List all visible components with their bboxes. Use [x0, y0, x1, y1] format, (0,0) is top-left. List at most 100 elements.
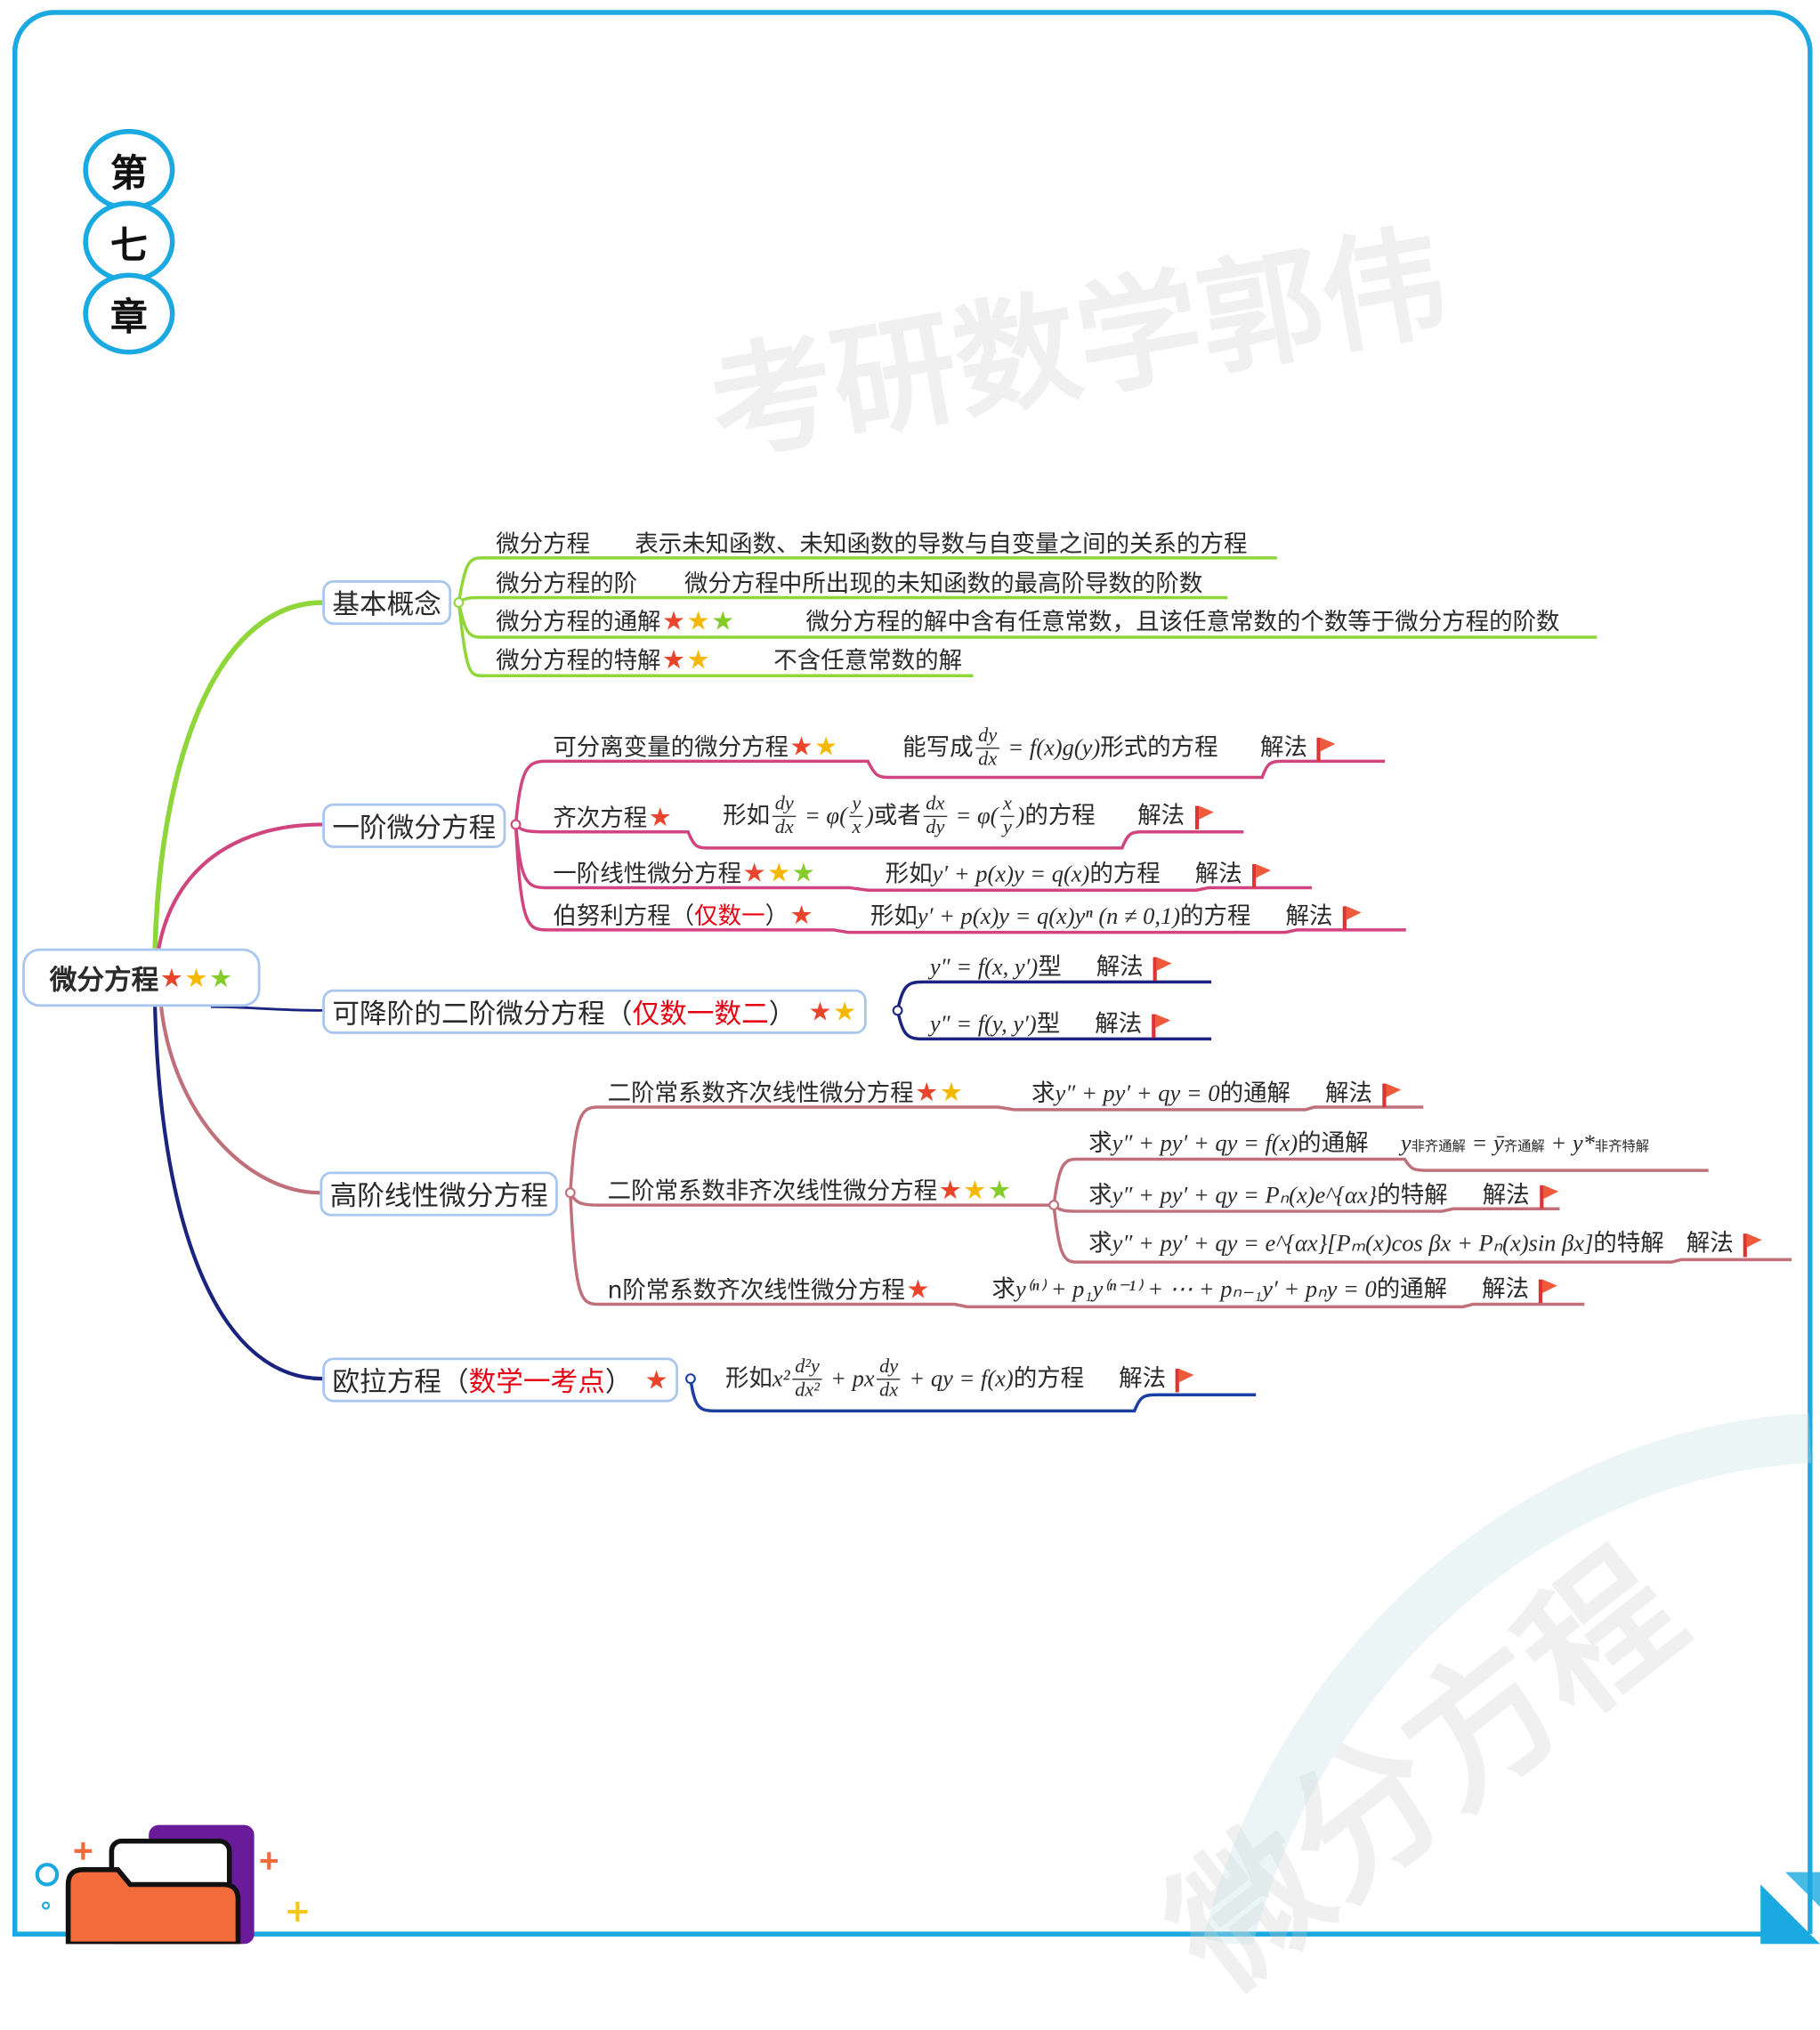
solution-link[interactable]: 解法 [1260, 723, 1337, 772]
star-icon: ★ [832, 997, 857, 1027]
subscript: 非齐特解 [1594, 1137, 1650, 1154]
term: 可分离变量的微分方程 [553, 733, 789, 762]
math-expr: + qy = f(x) [902, 1366, 1014, 1393]
solution-link[interactable]: 解法 [1095, 1009, 1171, 1039]
solution-link[interactable]: 解法 [1325, 1079, 1402, 1108]
formula-text: 的通解 [1219, 1080, 1291, 1108]
term: 齐次方程 [553, 805, 648, 832]
term-with-stars: 一阶线性微分方程★★★ [553, 859, 815, 888]
numerator: dx [923, 794, 948, 818]
star-icon: ★ [686, 644, 710, 675]
solution-structure-formula: y非齐通解 = ȳ齐通解 + y*非齐特解 [1401, 1128, 1649, 1162]
flag-icon [1153, 956, 1172, 981]
formula-text: 的方程 [1089, 860, 1161, 888]
subscript: 非齐通解 [1411, 1137, 1466, 1154]
flag-icon [1176, 1368, 1195, 1392]
star-icon: ★ [648, 802, 672, 832]
branch-label: ） [604, 1367, 633, 1399]
math-expr: x² [772, 1366, 790, 1393]
solution-label: 解法 [1686, 1229, 1734, 1258]
branch-first-order[interactable]: 一阶微分方程 [322, 803, 506, 848]
solution-link[interactable]: 解法 [1096, 952, 1173, 982]
math-expr: y″ + py′ + qy = e^{αx}[Pₘ(x)cos βx + Pₙ(… [1112, 1231, 1594, 1258]
denominator: dx [879, 1379, 899, 1402]
branch-label: 一阶微分方程 [332, 813, 497, 845]
term: 伯努利方程（ [553, 902, 695, 930]
subscript: 齐通解 [1503, 1137, 1545, 1154]
root-node[interactable]: 微分方程 ★★★ [22, 948, 260, 1007]
star-icon: ★ [711, 606, 735, 636]
term: 微分方程的阶 [496, 570, 638, 598]
branch-higher-order-linear[interactable]: 高阶线性微分方程 [320, 1171, 558, 1217]
chapter-char: 章 [83, 272, 175, 355]
star-icon: ★ [789, 731, 813, 762]
numerator: y [849, 794, 864, 818]
definition: 表示未知函数、未知函数的导数与自变量之间的关系的方程 [635, 530, 1248, 558]
term: 微分方程 [496, 530, 591, 558]
math-expr: y* [1572, 1130, 1595, 1157]
math-expr: = φ( [798, 803, 847, 829]
solution-link[interactable]: 解法 [1137, 791, 1214, 841]
term-with-stars: 二阶常系数齐次线性微分方程★★ [608, 1079, 963, 1108]
branch-basic-concepts[interactable]: 基本概念 [322, 579, 452, 626]
term: n阶常系数齐次线性微分方程 [607, 1276, 906, 1305]
solution-link[interactable]: 解法 [1119, 1354, 1195, 1403]
branch-euler-equation[interactable]: 欧拉方程（数学一考点）★ [322, 1357, 678, 1403]
solution-link[interactable]: 解法 [1195, 859, 1272, 888]
flag-icon [1539, 1278, 1558, 1303]
solution-link[interactable]: 解法 [1285, 902, 1362, 931]
math-expr: y″ = f(x, y′) [929, 954, 1039, 981]
term: ） [764, 902, 789, 930]
formula-text: 求 [1031, 1080, 1056, 1108]
formula-text: 形如 [724, 1364, 772, 1393]
connector-lines [152, 556, 1792, 1413]
star-icon: ★ [208, 962, 233, 993]
formula-row: y″ = f(y, y′)型解法 [930, 1009, 1172, 1040]
math-expr: ȳ [1492, 1130, 1504, 1157]
numerator: dy [772, 794, 797, 818]
solution-link[interactable]: 解法 [1483, 1180, 1559, 1209]
star-icon: ★ [661, 606, 686, 636]
exam-scope-note: 数学一考点 [468, 1367, 605, 1399]
formula-row: 形如y′ + p(x)y = q(x)的方程解法 [886, 859, 1272, 890]
numerator: dy [975, 725, 1000, 749]
term: 微分方程的通解 [496, 609, 661, 636]
solution-link[interactable]: 解法 [1687, 1229, 1763, 1258]
flag-icon [1539, 1185, 1558, 1209]
term-with-stars: 齐次方程★ [553, 804, 672, 833]
flag-icon [1152, 1013, 1171, 1038]
math-expr: ) [865, 803, 874, 829]
solution-label: 解法 [1482, 1181, 1530, 1209]
exam-scope-note: 仅数一 [694, 902, 765, 930]
star-icon: ★ [791, 858, 815, 888]
definition: 微分方程中所出现的未知函数的最高阶导数的阶数 [684, 570, 1203, 598]
math-expr: + [1544, 1130, 1573, 1157]
denominator: y [1003, 817, 1012, 838]
branch-label: 欧拉方程（ [332, 1367, 469, 1399]
formula-text: 求 [1088, 1181, 1112, 1209]
denominator: dy [926, 817, 945, 838]
corner-triangle-decoration [1760, 1872, 1820, 1945]
branch-reducible-second-order[interactable]: 可降阶的二阶微分方程（仅数一数二）★★ [322, 989, 867, 1034]
star-icon: ★ [987, 1175, 1012, 1206]
solution-label: 解法 [1194, 860, 1242, 888]
solution-label: 解法 [1260, 733, 1308, 762]
math-expr: y⁽ⁿ⁾ + p₁y⁽ⁿ⁻¹⁾ + ⋯ + pₙ₋₁y′ + pₙy = 0 [1015, 1276, 1377, 1304]
solution-link[interactable]: 解法 [1482, 1274, 1558, 1304]
math-expr: y″ + py′ + qy = Pₙ(x)e^{αx} [1112, 1183, 1378, 1209]
formula-row: 形如y′ + p(x)y = q(x)yⁿ (n ≠ 0,1)的方程解法 [870, 902, 1363, 933]
term-with-stars: 可分离变量的微分方程★★ [553, 732, 837, 762]
math-expr: ) [1016, 803, 1025, 829]
flag-icon [1342, 905, 1362, 930]
definition: 微分方程的解中含有任意常数，且该任意常数的个数等于微分方程的阶数 [805, 609, 1560, 636]
math-expr: = [1465, 1130, 1493, 1157]
term-with-stars: 微分方程的通解★★★ [496, 608, 734, 637]
flag-icon [1317, 737, 1337, 761]
